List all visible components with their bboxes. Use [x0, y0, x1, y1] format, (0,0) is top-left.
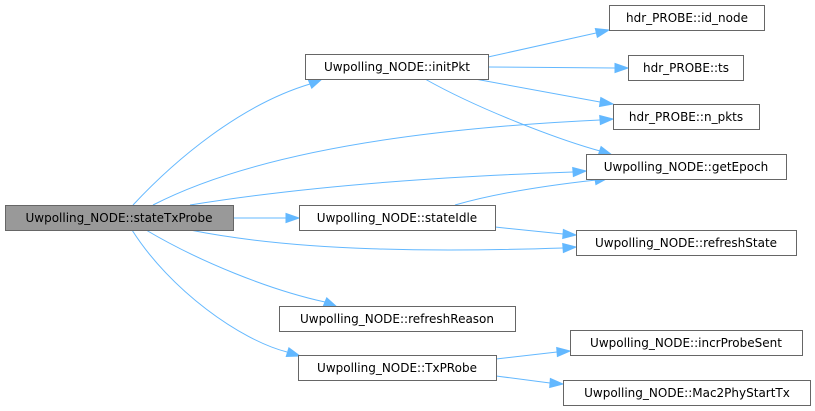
arrowhead-icon: [562, 228, 578, 240]
edge-line: [495, 375, 551, 384]
node-box: [563, 380, 811, 406]
node-id_node[interactable]: hdr_PROBE::id_node: [609, 5, 765, 31]
node-Mac2PhyStartTx[interactable]: Uwpolling_NODE::Mac2PhyStartTx: [563, 380, 811, 406]
arrowhead-icon: [594, 27, 611, 39]
node-refreshReason[interactable]: Uwpolling_NODE::refreshReason: [279, 306, 516, 332]
edge-stateIdle-to-refreshState: [494, 226, 578, 240]
arrowhead-icon: [549, 377, 565, 389]
node-label: Uwpolling_NODE::incrProbeSent: [590, 336, 782, 350]
node-label: hdr_PROBE::ts: [643, 61, 729, 75]
node-label: hdr_PROBE::id_node: [626, 11, 748, 25]
node-box: [279, 306, 516, 332]
node-box: [576, 230, 797, 256]
node-refreshState[interactable]: Uwpolling_NODE::refreshState: [576, 230, 797, 256]
edge-line: [189, 229, 564, 251]
node-box: [613, 104, 760, 130]
edge-stateTxProbe-to-n_pkts: [152, 114, 615, 206]
edge-stateIdle-to-getEpoch: [454, 175, 610, 206]
edge-stateTxProbe-to-refreshState: [189, 229, 578, 254]
arrowhead-icon: [285, 347, 302, 358]
edge-initPkt-to-n_pkts: [474, 78, 615, 108]
node-label: Uwpolling_NODE::stateIdle: [317, 211, 477, 225]
node-stateIdle[interactable]: Uwpolling_NODE::stateIdle: [299, 205, 496, 231]
edge-line: [145, 229, 326, 303]
edge-line: [189, 171, 574, 206]
edge-stateTxProbe-to-getEpoch: [189, 166, 588, 206]
node-initPkt[interactable]: Uwpolling_NODE::initPkt: [305, 54, 489, 80]
edge-line: [495, 351, 558, 360]
edge-line: [494, 226, 564, 235]
node-TxPRobe[interactable]: Uwpolling_NODE::TxPRobe: [298, 355, 497, 381]
edge-TxPRobe-to-Mac2PhyStartTx: [495, 375, 565, 389]
arrowhead-icon: [572, 166, 588, 178]
edge-line: [131, 229, 288, 353]
node-box: [586, 154, 787, 180]
arrowhead-icon: [598, 96, 615, 108]
edges-layer: [131, 27, 630, 389]
node-label: Uwpolling_NODE::refreshState: [595, 236, 777, 250]
edge-stateTxProbe-to-TxPRobe: [131, 229, 302, 358]
edge-line: [132, 83, 311, 206]
edge-stateTxProbe-to-stateIdle: [233, 212, 301, 224]
arrowhead-icon: [614, 62, 630, 74]
arrowhead-icon: [597, 145, 614, 156]
edge-initPkt-to-ts: [487, 62, 630, 74]
edge-line: [152, 119, 601, 206]
node-box: [298, 355, 497, 381]
node-label: Uwpolling_NODE::initPkt: [324, 60, 470, 74]
edge-line: [454, 179, 597, 206]
arrowhead-icon: [556, 346, 572, 358]
node-box: [299, 205, 496, 231]
arrowhead-icon: [285, 212, 301, 224]
arrowhead-icon: [307, 78, 324, 89]
arrowhead-icon: [562, 242, 578, 254]
edge-stateTxProbe-to-refreshReason: [145, 229, 339, 308]
edge-initPkt-to-id_node: [487, 27, 611, 58]
node-label: Uwpolling_NODE::TxPRobe: [317, 361, 477, 375]
arrowhead-icon: [599, 114, 615, 126]
node-label: hdr_PROBE::n_pkts: [629, 110, 743, 124]
edge-line: [487, 32, 597, 58]
node-getEpoch[interactable]: Uwpolling_NODE::getEpoch: [586, 154, 787, 180]
node-box: [570, 330, 803, 356]
edge-line: [487, 66, 616, 69]
node-label: Uwpolling_NODE::refreshReason: [300, 312, 494, 326]
node-box: [5, 205, 234, 231]
node-box: [305, 54, 489, 80]
node-n_pkts[interactable]: hdr_PROBE::n_pkts: [613, 104, 760, 130]
node-incrProbeSent[interactable]: Uwpolling_NODE::incrProbeSent: [570, 330, 803, 356]
edge-line: [474, 78, 601, 103]
edge-initPkt-to-getEpoch: [424, 78, 614, 156]
node-label: Uwpolling_NODE::getEpoch: [604, 160, 769, 174]
node-stateTxProbe[interactable]: Uwpolling_NODE::stateTxProbe: [5, 205, 234, 231]
edge-stateTxProbe-to-initPkt: [132, 78, 324, 206]
node-ts[interactable]: hdr_PROBE::ts: [628, 55, 744, 81]
node-box: [609, 5, 765, 31]
arrowhead-icon: [322, 297, 339, 308]
nodes-layer: Uwpolling_NODE::stateTxProbe Uwpolling_N…: [5, 5, 811, 406]
node-label: Uwpolling_NODE::Mac2PhyStartTx: [584, 386, 790, 400]
node-label: Uwpolling_NODE::stateTxProbe: [26, 211, 213, 225]
edge-TxPRobe-to-incrProbeSent: [495, 346, 572, 360]
edge-line: [424, 78, 601, 152]
node-box: [628, 55, 744, 81]
